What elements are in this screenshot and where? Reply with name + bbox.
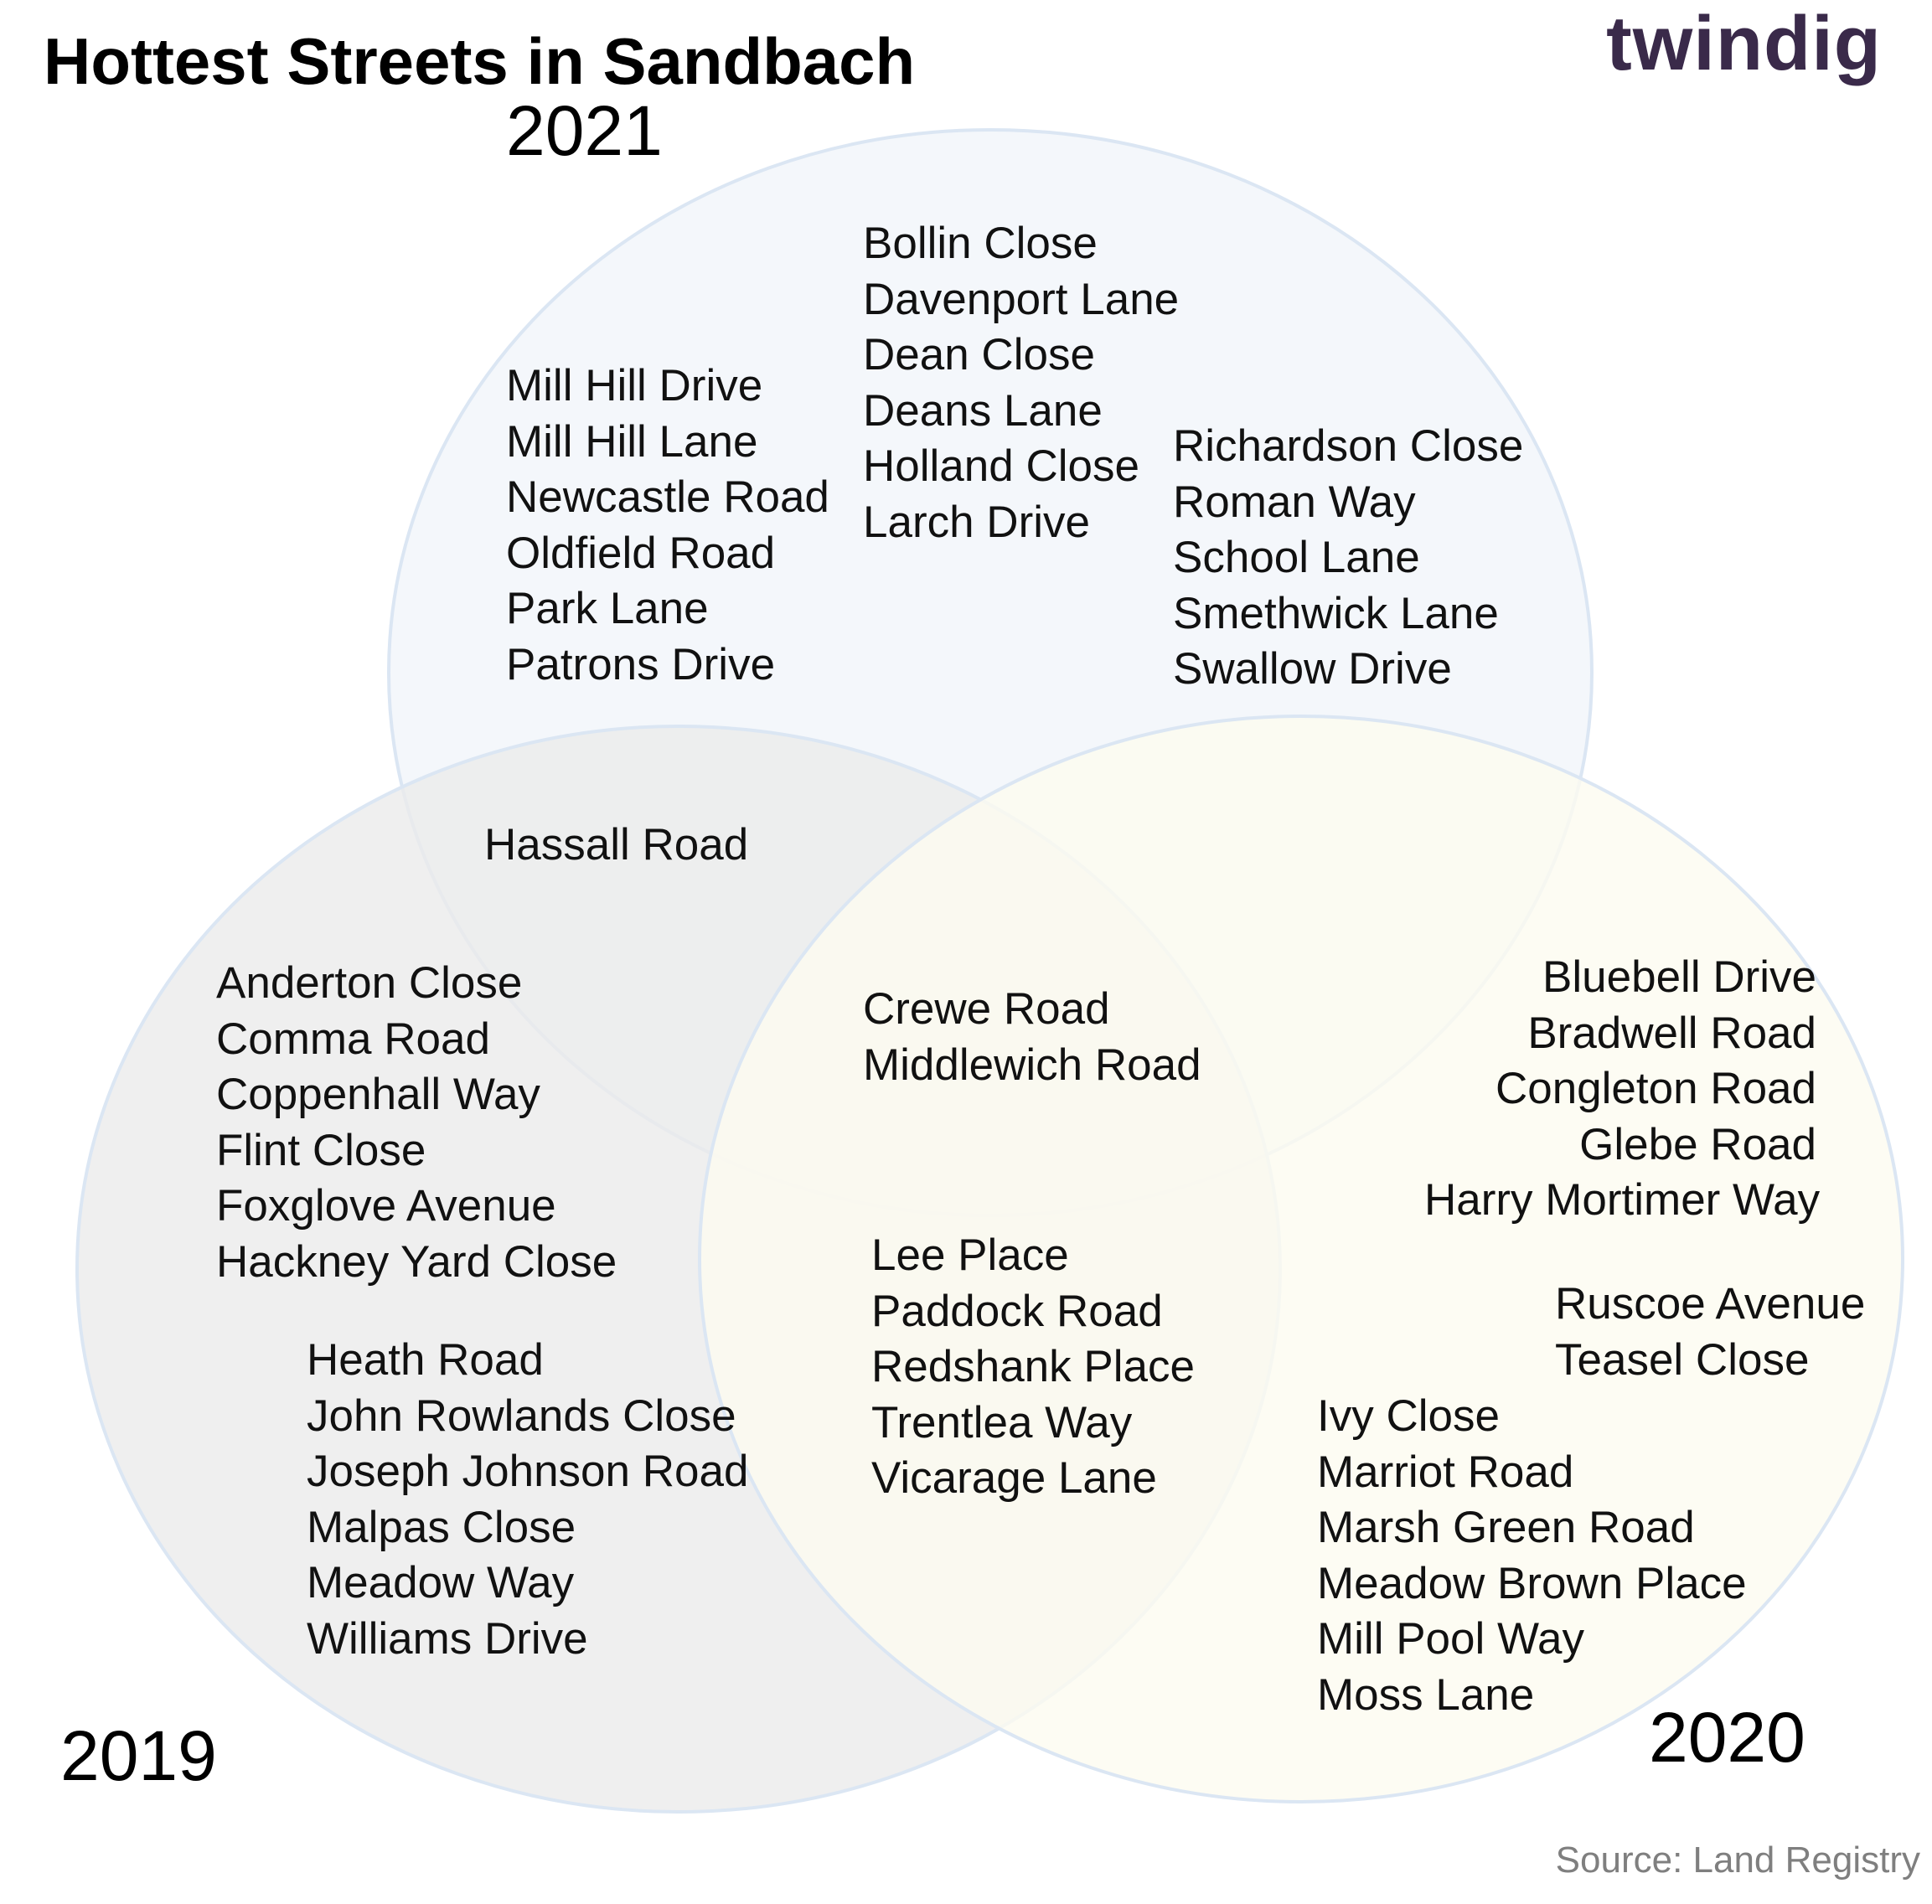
set-label-2020: 2020	[1649, 1698, 1805, 1777]
street-name: Lee Place	[871, 1231, 1069, 1280]
source-note: Source: Land Registry	[1555, 1840, 1920, 1881]
street-name: Trentlea Way	[871, 1397, 1133, 1447]
street-name: Oldfield Road	[506, 528, 776, 578]
street-name: Marriot Road	[1317, 1447, 1574, 1497]
street-name: Holland Close	[863, 441, 1139, 491]
street-name: Marsh Green Road	[1317, 1503, 1695, 1552]
street-name: School Lane	[1173, 533, 1420, 582]
street-name: Flint Close	[216, 1125, 426, 1175]
street-name: Park Lane	[506, 584, 709, 633]
street-name: Larch Drive	[863, 497, 1090, 547]
street-name: Bradwell Road	[1527, 1008, 1816, 1058]
street-name: Coppenhall Way	[216, 1070, 540, 1119]
street-name: Patrons Drive	[506, 639, 776, 689]
set-label-2021: 2021	[506, 91, 663, 170]
street-name: Meadow Way	[307, 1558, 575, 1607]
street-name: Dean Close	[863, 330, 1095, 379]
street-name: Mill Hill Drive	[506, 361, 763, 410]
street-name: Bluebell Drive	[1542, 952, 1816, 1002]
street-name: Roman Way	[1173, 477, 1416, 527]
street-name: Congleton Road	[1495, 1064, 1816, 1113]
region-2019-2021: Hassall Road	[484, 818, 748, 874]
street-name: Meadow Brown Place	[1317, 1558, 1747, 1608]
street-name: Foxglove Avenue	[216, 1181, 556, 1231]
circle-2020	[698, 715, 1904, 1803]
brand-logo: twindig	[1606, 1, 1882, 86]
street-name: Malpas Close	[307, 1502, 576, 1552]
street-name: Mill Hill Lane	[506, 416, 758, 467]
street-name: Redshank Place	[871, 1342, 1195, 1391]
street-name: Swallow Drive	[1173, 644, 1452, 694]
street-name: Joseph Johnson Road	[307, 1447, 749, 1496]
street-name: Davenport Lane	[863, 274, 1180, 324]
street-name: Teasel Close	[1555, 1334, 1810, 1385]
street-name: Hassall Road	[484, 820, 749, 869]
street-name: Deans Lane	[863, 385, 1103, 436]
street-name: Smethwick Lane	[1173, 588, 1499, 638]
street-name: Hackney Yard Close	[216, 1236, 617, 1287]
street-name: Paddock Road	[871, 1286, 1163, 1336]
street-name: Glebe Road	[1579, 1119, 1816, 1169]
street-name: Heath Road	[307, 1335, 544, 1385]
street-name: Ruscoe Avenue	[1555, 1279, 1866, 1329]
street-name: Bollin Close	[863, 219, 1098, 268]
chart-title: Hottest Streets in Sandbach	[44, 24, 916, 98]
street-name: Vicarage Lane	[871, 1453, 1157, 1503]
street-name: Crewe Road	[863, 984, 1110, 1034]
street-name: Richardson Close	[1173, 421, 1524, 471]
street-name: John Rowlands Close	[307, 1391, 736, 1441]
street-name: Comma Road	[216, 1014, 490, 1064]
street-name: Moss Lane	[1317, 1669, 1535, 1720]
street-name: Harry Mortimer Way	[1424, 1175, 1821, 1225]
street-name: Newcastle Road	[506, 472, 829, 522]
set-label-2019: 2019	[60, 1716, 217, 1795]
street-name: Ivy Close	[1317, 1391, 1500, 1441]
street-name: Mill Pool Way	[1317, 1614, 1585, 1664]
street-name: Williams Drive	[307, 1613, 588, 1664]
street-name: Middlewich Road	[863, 1040, 1201, 1090]
street-name: Anderton Close	[216, 958, 523, 1008]
